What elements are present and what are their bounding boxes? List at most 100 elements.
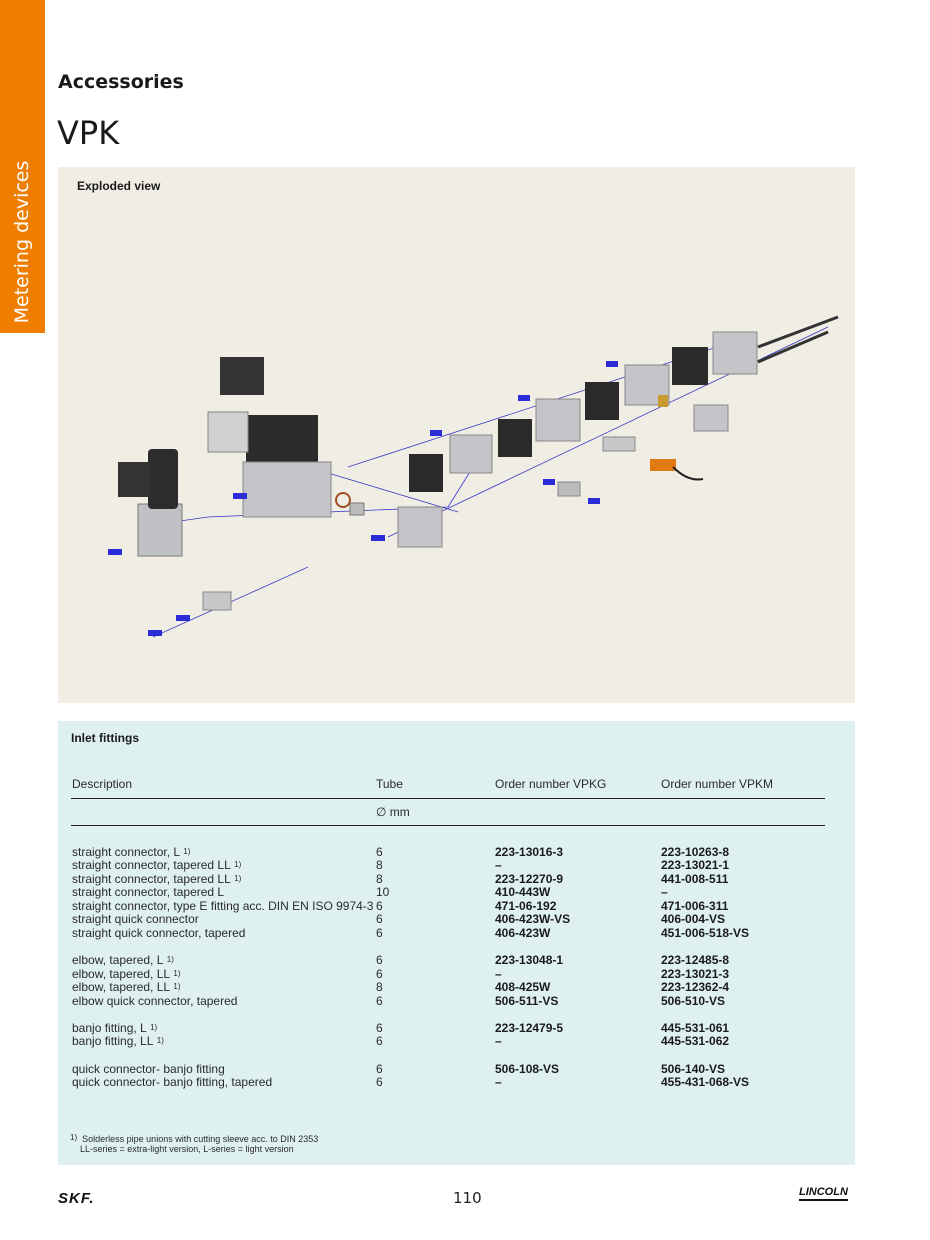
row-tube: 6 (376, 912, 383, 926)
row-vpkm: 506-140-VS (661, 1062, 726, 1076)
row-vpkg: – (495, 1034, 502, 1048)
row-vpkm: 223-10263-8 (661, 845, 730, 859)
row-description: straight connector, L 1) (72, 845, 191, 859)
row-tube: 6 (376, 845, 383, 859)
footnote-ref: 1) (150, 1023, 158, 1032)
footnote-ref: 1) (183, 847, 191, 856)
row-tube: 8 (376, 980, 383, 994)
row-vpkm: 506-510-VS (661, 994, 726, 1008)
row-description: straight connector, tapered L (72, 885, 225, 899)
row-vpkg: – (495, 858, 502, 872)
header-tube: Tube (376, 777, 403, 791)
row-description: straight connector, type E fitting acc. … (72, 899, 374, 913)
page-title: VPK (57, 114, 120, 152)
row-description: quick connector- banjo fitting, tapered (72, 1075, 273, 1089)
table-row: banjo fitting, LL 1) 6 – 445-531-062 (58, 1035, 855, 1048)
row-vpkm: 223-13021-1 (661, 858, 730, 872)
row-tube: 6 (376, 1075, 383, 1089)
footnote-mark: 1) (70, 1133, 78, 1142)
table-row: straight quick connector, tapered 6 406-42… (58, 927, 855, 940)
header-vpkg: Order number VPKG (495, 777, 607, 791)
row-description: straight connector, tapered LL 1) (72, 872, 242, 886)
row-vpkm: 441-008-511 (661, 872, 729, 886)
footnote-ref: 1) (234, 874, 242, 883)
row-vpkm: 445-531-061 (661, 1021, 730, 1035)
header-rule (71, 798, 825, 799)
row-vpkm: – (661, 885, 668, 899)
row-tube: 6 (376, 967, 383, 981)
row-tube: 6 (376, 926, 383, 940)
row-vpkg: – (495, 1075, 502, 1089)
table-row: straight connector, tapered LL 1) 8 223-12… (58, 873, 855, 886)
row-description: elbow quick connector, tapered (72, 994, 238, 1008)
row-vpkg: 408-425W (495, 980, 551, 994)
row-description: elbow, tapered, LL 1) (72, 980, 181, 994)
row-vpkg: 410-443W (495, 885, 551, 899)
side-tab: Metering devices (0, 0, 45, 333)
row-tube: 8 (376, 872, 383, 886)
row-vpkg: 471-06-192 (495, 899, 557, 913)
exploded-view-panel: Exploded view (58, 167, 855, 703)
section-heading: Accessories (58, 71, 184, 93)
row-tube: 6 (376, 1062, 383, 1076)
row-description: banjo fitting, L 1) (72, 1021, 158, 1035)
row-vpkg: 223-13016-3 (495, 845, 564, 859)
inlet-fittings-panel: Inlet fittings Description Tube Order nu… (58, 721, 855, 1165)
exploded-view-drawing (108, 315, 839, 638)
row-vpkg: 223-12479-5 (495, 1021, 564, 1035)
table-row: straight connector, type E fitting acc. … (58, 900, 855, 913)
table-row: banjo fitting, L 1) 6 223-12479-5 445-531-0… (58, 1022, 855, 1035)
row-vpkm: 445-531-062 (661, 1034, 730, 1048)
row-description: elbow, tapered, L 1) (72, 953, 174, 967)
subheader-rule (71, 825, 825, 826)
row-vpkm: 223-12485-8 (661, 953, 730, 967)
header-vpkm: Order number VPKM (661, 777, 774, 791)
row-vpkm: 471-006-311 (661, 899, 729, 913)
table-row: quick connector- banjo fitting 6 506-108-V… (58, 1063, 855, 1076)
page-number: 110 (453, 1189, 482, 1207)
table-row: elbow, tapered, LL 1) 6 – 223-13021-3 (58, 968, 855, 981)
row-vpkm: 406-004-VS (661, 912, 726, 926)
row-tube: 6 (376, 1034, 383, 1048)
footnote-line-2: LL-series = extra-light version, L-serie… (80, 1144, 294, 1154)
table-row: straight connector, tapered L 10 410-443W – (58, 886, 855, 899)
footnote-line-1: 1) Solderless pipe unions with cutting s… (70, 1133, 318, 1144)
row-tube: 6 (376, 994, 383, 1008)
row-tube: 6 (376, 1021, 383, 1035)
inlet-fittings-heading: Inlet fittings (71, 731, 139, 745)
row-description: straight connector, tapered LL 1) (72, 858, 242, 872)
skf-logo: SKF. (58, 1190, 95, 1207)
row-description: straight quick connector (72, 912, 199, 926)
exploded-view-label: Exploded view (77, 179, 161, 193)
lincoln-logo: LINCOLN (799, 1186, 848, 1201)
row-vpkg: 406-423W (495, 926, 551, 940)
footnote-ref: 1) (173, 982, 181, 991)
row-description: banjo fitting, LL 1) (72, 1034, 164, 1048)
row-vpkm: 455-431-068-VS (661, 1075, 750, 1089)
table-row: straight connector, L 1) 6 223-13016-3 223-… (58, 846, 855, 859)
header-description: Description (72, 777, 133, 791)
row-tube: 6 (376, 899, 383, 913)
row-vpkg: 506-108-VS (495, 1062, 560, 1076)
row-vpkg: 506-511-VS (495, 994, 559, 1008)
table-row: elbow quick connector, tapered 6 506-511-V… (58, 995, 855, 1008)
row-vpkg: 223-12270-9 (495, 872, 564, 886)
row-description: elbow, tapered, LL 1) (72, 967, 181, 981)
footnote-ref: 1) (156, 1036, 164, 1045)
row-tube: 10 (376, 885, 390, 899)
row-vpkm: 451-006-518-VS (661, 926, 750, 940)
row-vpkg: 406-423W-VS (495, 912, 571, 926)
footnote-ref: 1) (173, 969, 181, 978)
row-vpkg: – (495, 967, 502, 981)
side-tab-label: Metering devices (11, 160, 33, 324)
row-description: straight quick connector, tapered (72, 926, 246, 940)
footnote-ref: 1) (166, 955, 174, 964)
row-vpkm: 223-13021-3 (661, 967, 730, 981)
tube-unit: ∅ mm (376, 805, 410, 819)
row-description: quick connector- banjo fitting (72, 1062, 225, 1076)
row-vpkg: 223-13048-1 (495, 953, 564, 967)
table-row: straight quick connector 6 406-423W-VS 406-… (58, 913, 855, 926)
table-row: quick connector- banjo fitting, tapered 6… (58, 1076, 855, 1089)
